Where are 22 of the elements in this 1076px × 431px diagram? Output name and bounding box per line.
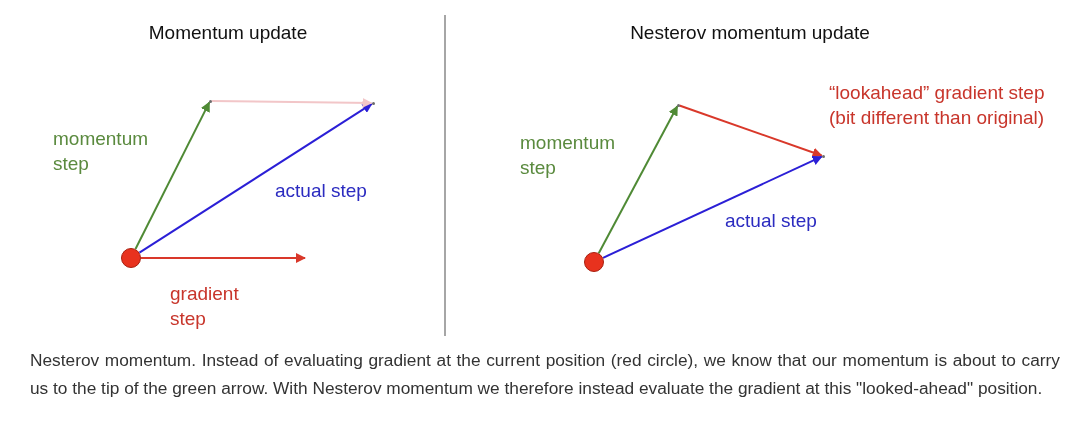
arrow: [602, 155, 823, 259]
arrow: [597, 105, 679, 255]
arrow: [134, 101, 211, 251]
arrow: [138, 102, 373, 254]
arrow: [678, 104, 823, 158]
arrow-tip-point: [676, 103, 680, 107]
arrow-tip-point: [371, 101, 375, 105]
panel-heading: Momentum update: [148, 22, 308, 44]
edge-label: actual step: [275, 179, 368, 203]
edge-label: gradient step: [170, 282, 240, 331]
edge-label: momentum step: [520, 131, 617, 180]
arrow-tip-point: [208, 99, 212, 103]
arrow-tip-point: [821, 154, 825, 158]
arrow: [210, 97, 373, 108]
edge-label: momentum step: [53, 127, 150, 176]
position-circle: [584, 252, 604, 272]
caption: Nesterov momentum. Instead of evaluating gradient at the current position (red circle), we know that our momentum is about to carry us to the tip of the green arrow. With Nesterov momentum we therefore instead evaluate the gradient at this "looked-ahead" position.: [30, 349, 1060, 400]
edge-label: actual step: [725, 209, 818, 233]
position-circle: [121, 248, 141, 268]
edge-label: “lookahead” gradient step (bit different than original): [829, 81, 1046, 130]
panel-heading: Nesterov momentum update: [630, 22, 870, 44]
arrow: [140, 253, 306, 263]
